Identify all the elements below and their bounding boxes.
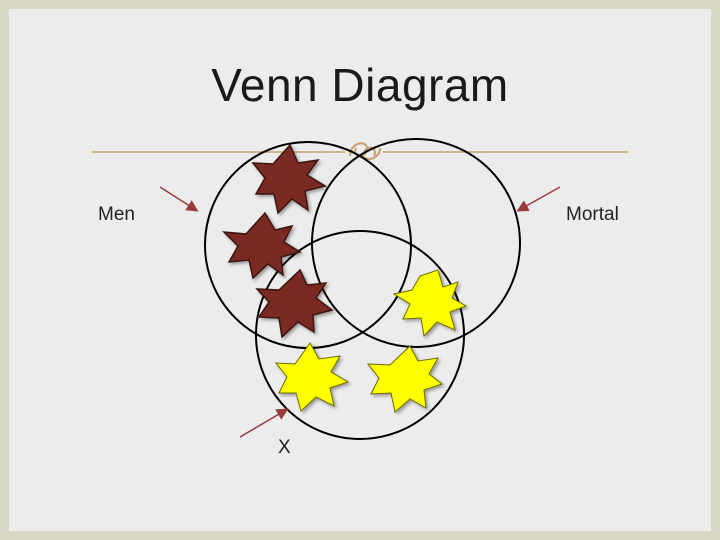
x-circle <box>255 230 465 440</box>
brown-star-men-only-top <box>251 143 327 215</box>
brown-star-men-only-mid <box>222 211 302 280</box>
men-label: Men <box>98 204 135 225</box>
yellow-star-x-only <box>274 342 350 412</box>
yellow-star-mortal-x <box>392 269 468 338</box>
x-arrow <box>239 408 289 438</box>
x-label: X <box>278 437 291 458</box>
slide-panel <box>9 9 711 531</box>
men-arrow <box>159 186 199 212</box>
mortal-label: Mortal <box>566 204 619 225</box>
slide-title: Venn Diagram <box>211 59 509 111</box>
mortal-arrow <box>516 186 561 212</box>
yellow-star-all-three <box>366 345 444 413</box>
brown-star-men-x <box>255 268 334 339</box>
